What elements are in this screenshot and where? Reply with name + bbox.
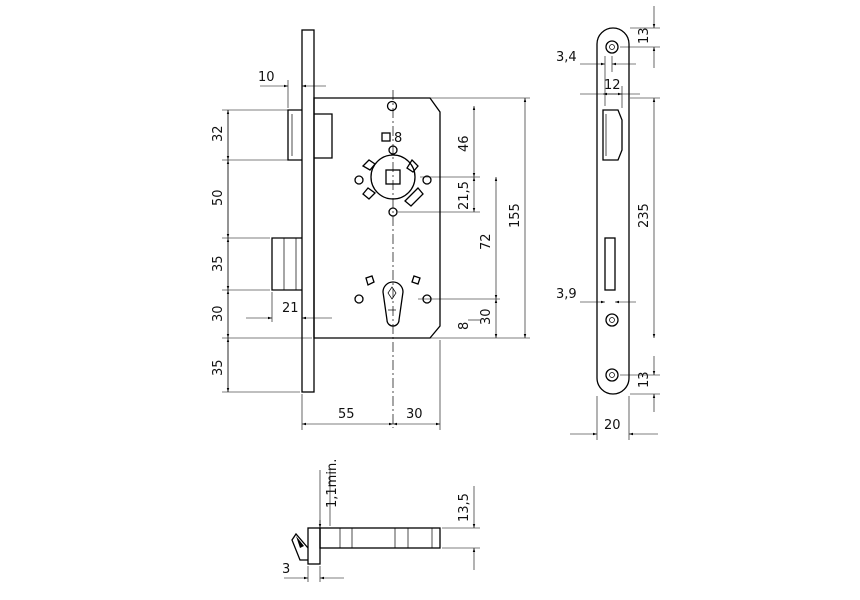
dim-top-screw: 13 (637, 27, 652, 44)
bottom-dimension-chain: 55 30 (301, 340, 441, 430)
dim-edge-offset: 3,4 (556, 50, 577, 65)
side-view: 13 3,4 12 235 3,9 13 20 (556, 6, 660, 440)
bottom-latch (291, 532, 309, 561)
dim-faceplate-length: 235 (637, 203, 652, 228)
dim-spindle-screw: 21,5 (457, 181, 472, 210)
side-bottom-screw (605, 368, 619, 382)
bottom-case (319, 527, 441, 549)
dim-bottom-edge: 35 (211, 359, 226, 376)
dim-spindle-top: 46 (457, 135, 472, 152)
dim-group-bolt-width: 10 (258, 70, 326, 108)
latch-bolt (287, 109, 333, 161)
square-spindle-symbol (381, 132, 391, 142)
side-deadbolt-opening (604, 237, 616, 291)
dim-min-thickness: 1,1min. (325, 459, 340, 508)
dim-faceplate-width: 20 (604, 418, 621, 433)
dim-deadbolt-height: 35 (211, 255, 226, 272)
dim-latch-width: 12 (604, 78, 621, 93)
left-dimension-chain: 32 50 35 30 35 (211, 109, 312, 393)
dim-case-thickness: 13,5 (457, 493, 472, 522)
dim-bottom-screw: 13 (637, 371, 652, 388)
lock-case (313, 97, 441, 339)
dim-case-height: 155 (508, 203, 523, 228)
dim-square-spindle: 8 (394, 131, 402, 146)
side-top-screw (605, 40, 619, 54)
dim-deadbolt-throw: 21 (282, 301, 299, 316)
dim-backset: 55 (338, 407, 355, 422)
bottom-view: 1,1min. 13,5 3 (282, 459, 480, 582)
top-screw-hole (386, 100, 398, 112)
front-view: 8 (211, 29, 530, 430)
dim-latch-top: 32 (211, 125, 226, 142)
dim-bolt-width: 10 (258, 70, 275, 85)
side-latch-opening (602, 109, 623, 161)
dim-group-deadbolt-throw: 21 (246, 292, 332, 322)
dim-faceplate-thickness: 3 (282, 562, 290, 577)
dim-latch-deadbolt: 50 (211, 189, 226, 206)
dim-cylinder-screw: 30 (479, 308, 494, 325)
dim-cylinder-offset: 8 (457, 322, 472, 330)
side-faceplate (596, 27, 630, 395)
dim-bottom-section: 30 (211, 305, 226, 322)
deadbolt (271, 237, 302, 291)
bottom-faceplate (307, 527, 321, 565)
dim-case-depth: 30 (406, 407, 423, 422)
side-middle-screw (605, 313, 619, 327)
right-dimension-chain: 46 21,5 72 155 30 8 (398, 97, 530, 339)
dim-deadbolt-offset: 3,9 (556, 287, 577, 302)
dim-spindle-cylinder: 72 (479, 233, 494, 250)
